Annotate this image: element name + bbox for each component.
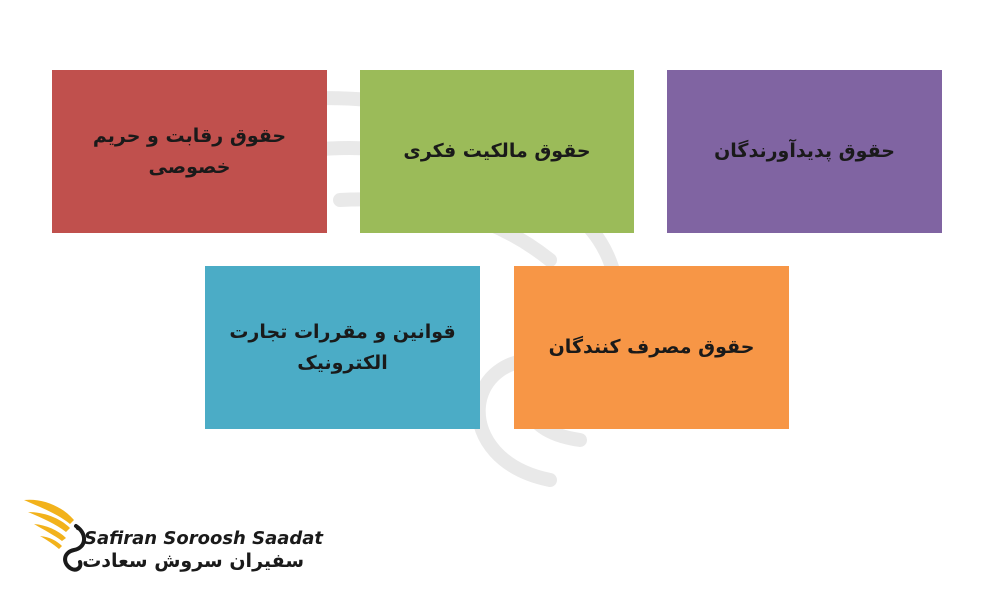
logo-name-english: Safiran Soroosh Saadat bbox=[84, 528, 324, 549]
box-label: حقوق مالکیت فکری bbox=[403, 140, 591, 163]
box-creators-rights: حقوق پدیدآورندگان bbox=[667, 70, 942, 233]
box-ecommerce-laws: قوانین و مقررات تجارت الکترونیک bbox=[205, 266, 480, 429]
box-competition-privacy-rights: حقوق رقابت و حریم خصوصی bbox=[52, 70, 327, 233]
box-label: حقوق رقابت و حریم خصوصی bbox=[92, 125, 287, 178]
box-intellectual-property-rights: حقوق مالکیت فکری bbox=[360, 70, 634, 233]
box-consumer-rights: حقوق مصرف کنندگان bbox=[514, 266, 789, 429]
box-label: حقوق پدیدآورندگان bbox=[714, 140, 895, 163]
logo-name-persian: سفیران سروش سعادت bbox=[82, 550, 304, 572]
box-label: حقوق مصرف کنندگان bbox=[548, 336, 755, 359]
company-logo: Safiran Soroosh Saadat سفیران سروش سعادت bbox=[22, 492, 324, 582]
box-label: قوانین و مقررات تجارت الکترونیک bbox=[229, 321, 456, 374]
bird-wing-logo-icon bbox=[24, 499, 86, 572]
